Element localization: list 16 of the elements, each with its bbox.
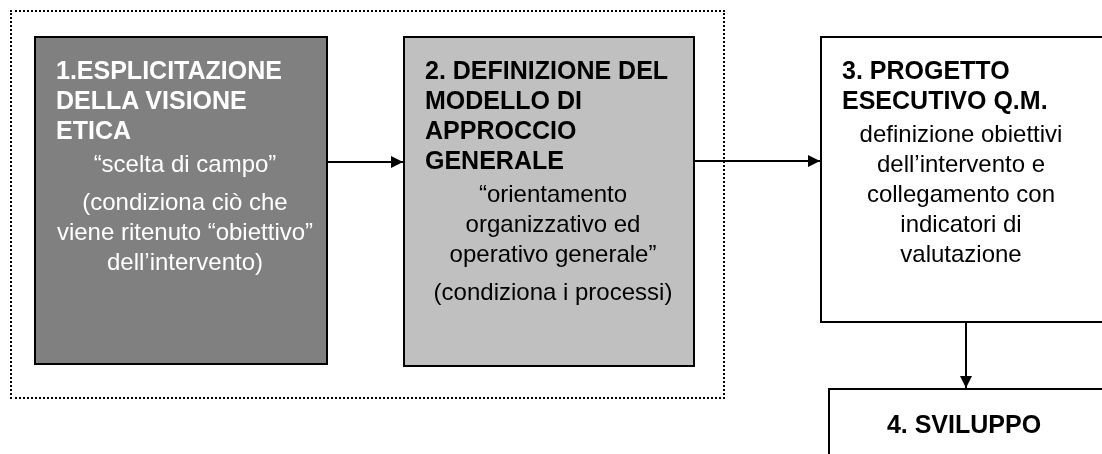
box-text: “scelta di campo”: [92, 149, 278, 179]
box-heading: 3. PROGETTO ESECUTIVO Q.M.: [842, 55, 1049, 115]
box-text: definizione obiettivi dell’intervento e collegamento con indicatori di valutazione: [858, 119, 1064, 269]
process-box: [34, 36, 328, 365]
process-box: [403, 36, 695, 367]
box-heading: 4. SVILUPPO: [885, 409, 1043, 439]
box-text: (condiziona i processi): [432, 277, 674, 307]
arrow: [327, 156, 404, 168]
dotted-group-frame: [10, 10, 725, 399]
box-text: “orientamento organizzativo ed operativo generale”: [448, 179, 658, 269]
box-heading: 1.ESPLICITAZIONE DELLA VISIONE ETICA: [56, 55, 283, 145]
process-box: [820, 36, 1102, 323]
box-text: (condiziona ciò che viene ritenuto “obiettivo” dell’intervento): [56, 187, 314, 277]
arrow: [960, 322, 972, 389]
box-heading: 2. DEFINIZIONE DEL MODELLO DI APPROCCIO GENERALE: [425, 55, 669, 175]
arrow: [694, 155, 821, 167]
